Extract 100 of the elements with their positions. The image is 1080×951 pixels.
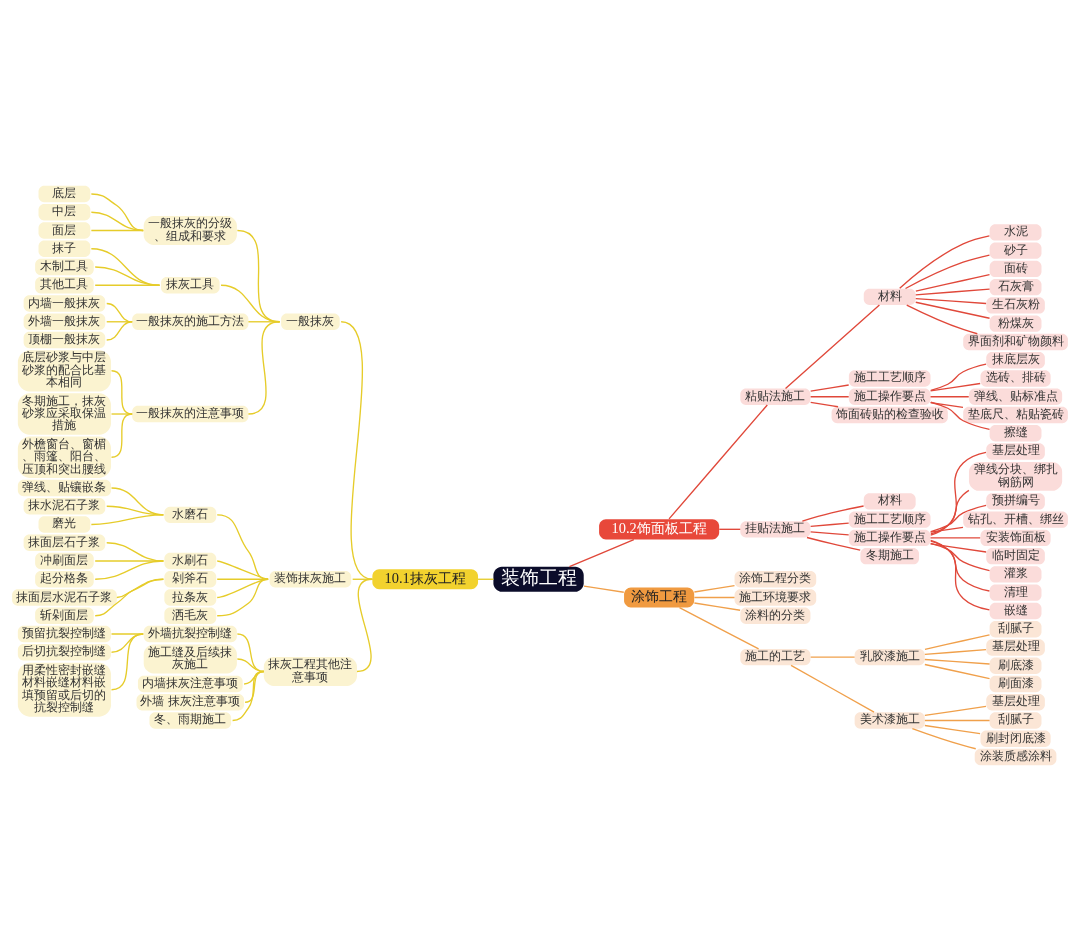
- connector: [110, 370, 133, 415]
- node-box: 粘贴法施工: [740, 388, 811, 405]
- node-box: 选砖、排砖: [980, 370, 1051, 387]
- connector: [810, 401, 839, 408]
- node-box: 抹水泥石子浆: [23, 498, 106, 515]
- node-box: 抹底层灰: [986, 352, 1045, 369]
- node-box: 涂装质感涂料: [974, 748, 1057, 766]
- connector: [693, 584, 736, 593]
- connector: [216, 560, 269, 580]
- node-box: 施工操作要点: [848, 529, 931, 547]
- node-box: 用柔性密封嵌缝材料嵌缝材料嵌填预留或后切的抗裂控制缝: [17, 662, 112, 717]
- connector: [915, 288, 991, 296]
- node-box: 水磨石: [164, 506, 217, 524]
- connector: [904, 254, 991, 290]
- node-box: 剁斧石: [164, 571, 217, 588]
- connector: [924, 649, 987, 656]
- connector: [924, 663, 991, 680]
- node-box: 冬、雨期施工: [149, 712, 232, 729]
- node-box: 施工的工艺: [740, 648, 811, 666]
- connector: [929, 537, 981, 539]
- connector: [924, 658, 991, 665]
- connector: [929, 382, 981, 392]
- node-box: 施工工艺顺序: [848, 511, 931, 528]
- node-box: 一般抹灰: [281, 313, 340, 330]
- connector: [693, 602, 741, 611]
- connector: [110, 413, 133, 415]
- node-box: 抹灰工具: [161, 277, 220, 294]
- node-box: 内墙抹灰注意事项: [137, 675, 243, 693]
- node-box: 10.1抹灰工程: [372, 569, 479, 590]
- node-box: 灌浆: [989, 566, 1042, 583]
- connector: [810, 656, 856, 658]
- connector: [801, 505, 865, 522]
- node-box: 界面剂和矿物颜料: [963, 333, 1068, 351]
- node-box: 涂饰工程分类: [734, 571, 817, 588]
- node-box: 临时固定: [986, 548, 1045, 565]
- connector: [90, 514, 165, 526]
- node-box: 粉煤灰: [989, 315, 1042, 332]
- connector: [929, 396, 970, 398]
- connector: [90, 229, 144, 232]
- connector: [110, 413, 133, 458]
- connector: [924, 705, 987, 717]
- node-box: 装饰工程: [493, 566, 584, 592]
- connector: [915, 273, 991, 292]
- connector: [930, 539, 991, 611]
- connector: [94, 578, 165, 617]
- node-box: 预留抗裂控制缝: [17, 625, 112, 643]
- connector: [930, 542, 991, 572]
- node-box: 挂贴法施工: [740, 521, 811, 538]
- connector: [94, 284, 161, 286]
- connector: [110, 633, 144, 653]
- connector: [911, 728, 977, 750]
- node-box: 刷底漆: [989, 657, 1042, 674]
- node-box: 材料: [863, 288, 916, 305]
- node-box: 斩剁面层: [35, 607, 94, 624]
- node-box: 顶棚一般抹灰: [23, 331, 106, 349]
- node-box: 水刷石: [164, 552, 217, 570]
- connector: [806, 536, 861, 551]
- node-box: 钻孔、开槽、绑丝: [963, 511, 1068, 528]
- node-box: 刮腻子: [989, 712, 1042, 729]
- connector: [930, 401, 991, 431]
- connector: [810, 396, 850, 398]
- connector: [930, 540, 991, 592]
- connector: [110, 633, 144, 691]
- node-box: 一般抹灰的注意事项: [132, 405, 249, 423]
- connector: [915, 301, 991, 319]
- node-box: 冲刷面层: [35, 552, 94, 570]
- connector: [924, 719, 991, 722]
- node-box: 砂子: [989, 242, 1042, 259]
- node-box: 外墙抗裂控制缝: [143, 625, 237, 643]
- node-box: 起分格条: [35, 571, 94, 588]
- connector: [915, 297, 987, 305]
- node-box: 基层处理: [986, 639, 1045, 656]
- node-box: 装饰抹灰施工: [269, 571, 352, 588]
- node-box: 拉条灰: [164, 589, 217, 606]
- node-box: 抹面层石子浆: [23, 534, 106, 551]
- node-box: 一般抹灰的分级、组成和要求: [143, 216, 237, 245]
- connector: [356, 578, 374, 673]
- node-box: 饰面砖贴的检查验收: [831, 406, 948, 424]
- node-box: 生石灰粉: [986, 297, 1045, 314]
- node-box: 施工操作要点: [848, 388, 931, 405]
- connector: [899, 235, 991, 289]
- node-box: 冬期施工，抹灰砂浆应采取保温措施: [17, 393, 112, 435]
- connector: [110, 633, 144, 635]
- connector: [924, 634, 991, 650]
- connector: [583, 585, 625, 593]
- node-box: 美术漆施工: [854, 712, 925, 729]
- connector: [693, 596, 736, 599]
- node-box: 施工环境要求: [734, 589, 817, 606]
- connector: [924, 724, 981, 735]
- connector: [810, 384, 850, 392]
- connector: [930, 489, 970, 535]
- connector: [568, 538, 635, 568]
- node-box: 面砖: [989, 260, 1042, 278]
- connector: [810, 531, 850, 536]
- node-box: 面层: [38, 222, 91, 239]
- node-box: 10.2饰面板工程: [599, 519, 720, 540]
- connector: [94, 266, 161, 286]
- connector: [216, 578, 269, 617]
- node-box: 材料: [863, 493, 916, 510]
- node-box: 抹面层水泥石子浆: [12, 589, 117, 606]
